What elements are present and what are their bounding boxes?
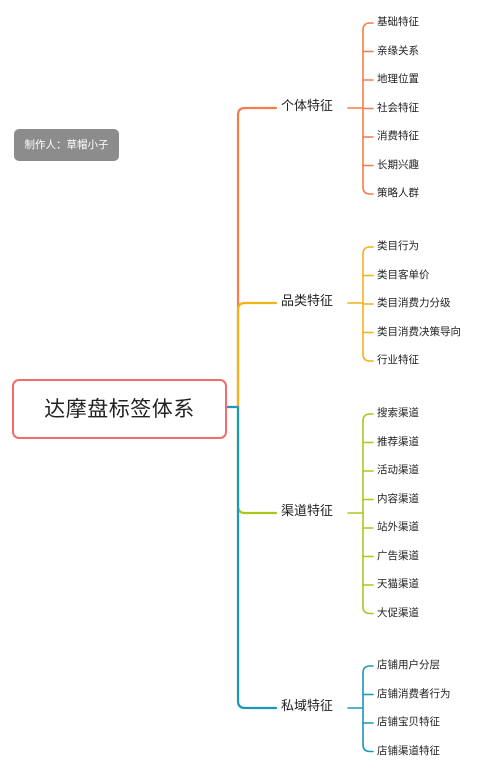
leaf-connector (362, 413, 374, 422)
leaf-label[interactable]: 类目消费力分级 (377, 297, 451, 309)
branch-label[interactable]: 品类特征 (281, 294, 334, 309)
leaf-connector (362, 605, 374, 615)
leaf-label[interactable]: 天猫渠道 (377, 578, 419, 590)
leaf-connector (362, 353, 374, 362)
leaf-label[interactable]: 社会特征 (377, 101, 419, 114)
branch-connector (236, 106, 278, 409)
leaf-connector (362, 22, 374, 31)
leaf-label[interactable]: 行业特征 (377, 354, 419, 366)
leaf-label[interactable]: 消费特征 (377, 130, 419, 142)
branch-connector (236, 405, 278, 515)
leaf-label[interactable]: 地理位置 (377, 73, 419, 85)
leaf-label[interactable]: 类目消费决策导向 (377, 325, 461, 338)
leaf-label[interactable]: 店铺用户分层 (377, 659, 440, 671)
leaf-label[interactable]: 亲缘关系 (377, 44, 419, 57)
branch-label[interactable]: 渠道特征 (281, 504, 334, 519)
leaf-label[interactable]: 策略人群 (377, 187, 419, 199)
author-badge: 制作人：草帽小子 (14, 129, 119, 161)
branch-connector (236, 301, 278, 409)
leaf-label[interactable]: 店铺消费者行为 (377, 687, 451, 700)
leaf-label[interactable]: 推荐渠道 (377, 435, 419, 448)
leaf-connector (362, 665, 374, 674)
leaf-label[interactable]: 店铺渠道特征 (377, 744, 440, 757)
leaf-label[interactable]: 类目客单价 (377, 268, 430, 281)
leaf-label[interactable]: 活动渠道 (377, 464, 419, 476)
leaf-label[interactable]: 类目行为 (377, 240, 419, 252)
branch-label[interactable]: 私域特征 (281, 699, 334, 714)
leaf-label[interactable]: 内容渠道 (377, 492, 419, 505)
leaf-label[interactable]: 基础特征 (377, 16, 419, 28)
branch-connector (236, 405, 278, 710)
leaf-connector (362, 186, 374, 195)
leaf-connector (362, 246, 374, 255)
leaf-label[interactable]: 广告渠道 (377, 549, 419, 562)
branch-label[interactable]: 个体特征 (281, 99, 334, 114)
leaf-label[interactable]: 大促渠道 (377, 606, 419, 619)
leaf-label[interactable]: 店铺宝贝特征 (377, 716, 440, 728)
leaf-label[interactable]: 长期兴趣 (377, 158, 419, 171)
root-node[interactable]: 达摩盘标签体系 (12, 379, 227, 439)
leaf-connector (362, 743, 374, 753)
leaf-label[interactable]: 搜索渠道 (377, 407, 419, 419)
leaf-label[interactable]: 站外渠道 (377, 521, 419, 533)
